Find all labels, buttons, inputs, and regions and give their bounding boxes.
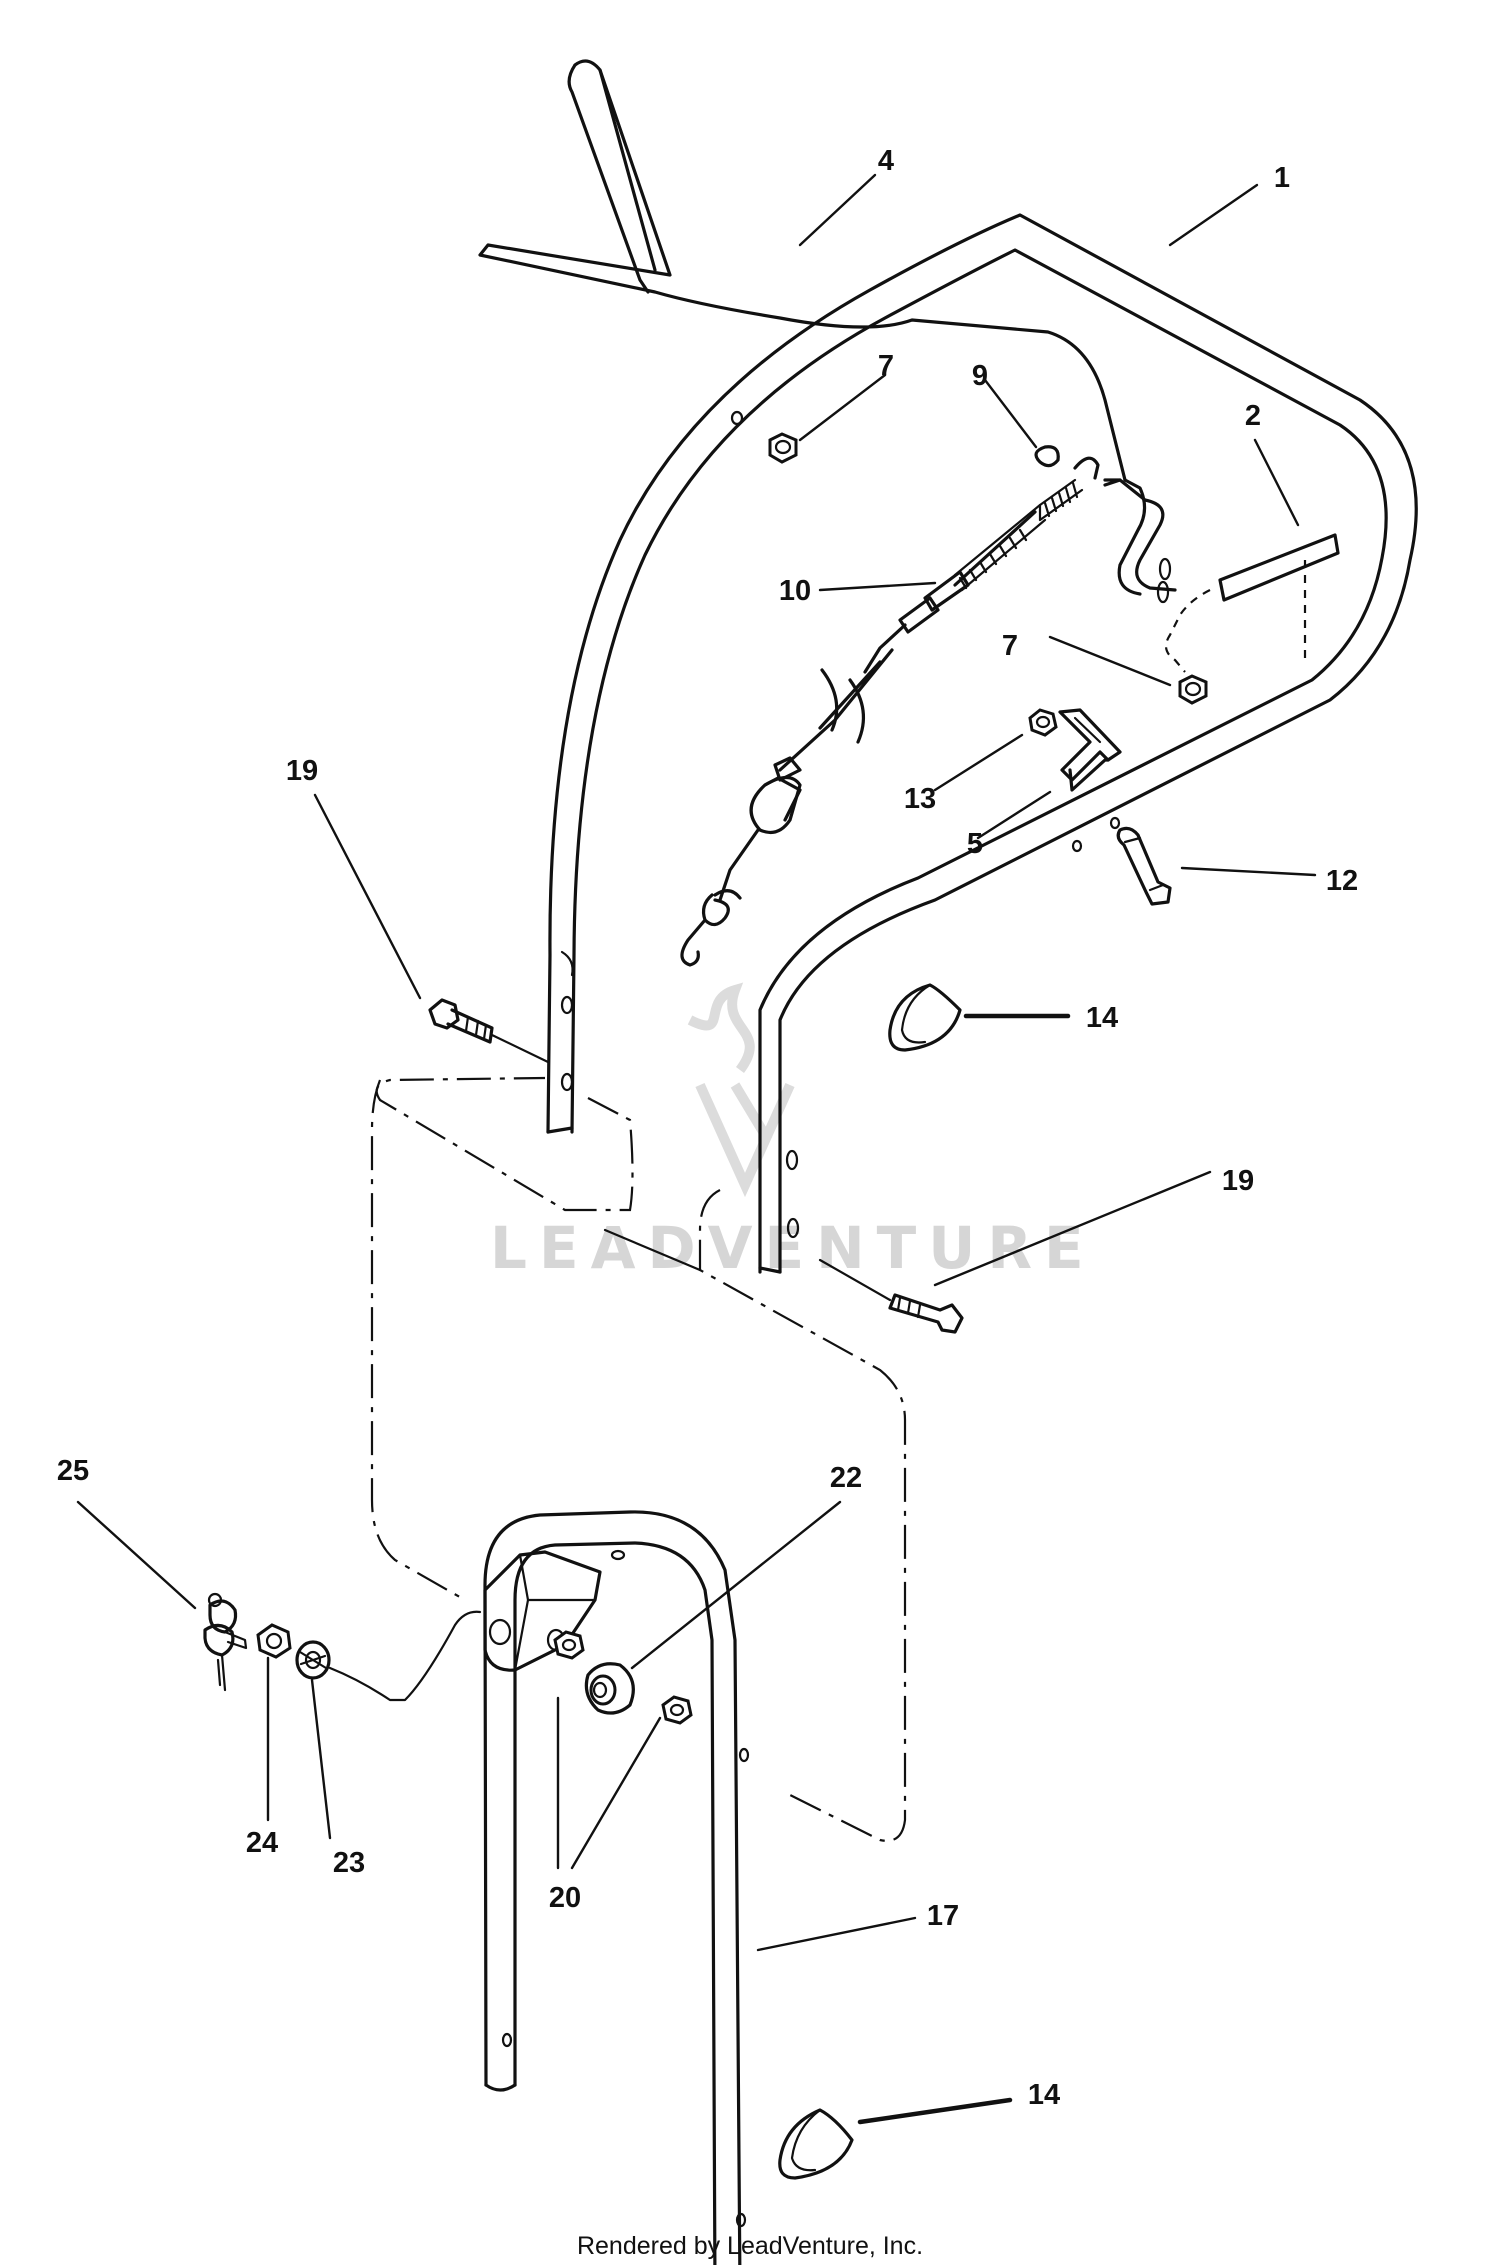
- callout-part-1: 1: [1274, 162, 1290, 194]
- callout-part-7-lower: 7: [1002, 630, 1018, 662]
- hairpin-clip-upper: [888, 983, 962, 1052]
- watermark: LEADVENTURE: [490, 982, 1096, 1282]
- callout-part-5: 5: [967, 828, 983, 860]
- hex-nut-upper: [553, 1630, 585, 1660]
- ignition-keys: [203, 1592, 248, 1692]
- callout-leaders: [76, 173, 1317, 2125]
- callout-part-23: 23: [333, 1847, 365, 1879]
- callout-part-19-left: 19: [286, 755, 318, 787]
- callout-part-10: 10: [779, 575, 811, 607]
- callout-part-20: 20: [549, 1882, 581, 1914]
- bolt-left: [428, 998, 550, 1064]
- control-cable: [680, 456, 1100, 967]
- callout-part-17: 17: [927, 1900, 959, 1932]
- callout-part-14-upper: 14: [1086, 1002, 1118, 1034]
- hex-nut-lower: [661, 1695, 693, 1725]
- callout-part-19-right: 19: [1222, 1165, 1254, 1197]
- callout-part-14-lower: 14: [1028, 2079, 1060, 2111]
- lock-washer: [295, 1640, 331, 1680]
- watermark-text: LEADVENTURE: [490, 1214, 1096, 1282]
- part-callouts: 1 4 7 9 2 10 7 19 13 5 12 14 19 25 22 24…: [57, 145, 1358, 2111]
- callout-part-2: 2: [1245, 400, 1261, 432]
- callout-part-12: 12: [1326, 865, 1358, 897]
- callout-part-22: 22: [830, 1462, 862, 1494]
- bolt-right: [818, 1258, 964, 1334]
- upper-handle: [546, 213, 1418, 1274]
- callout-part-4: 4: [878, 145, 894, 177]
- nut: [1028, 708, 1058, 737]
- key-switch: [584, 1662, 635, 1715]
- lower-handle: [483, 1510, 750, 2265]
- cable-bracket: [1058, 708, 1122, 792]
- assembly-guides: [370, 560, 1307, 1842]
- cable-clip: [1034, 445, 1060, 468]
- callout-part-25: 25: [57, 1455, 89, 1487]
- control-bail: [478, 59, 1177, 604]
- switch-wiring: [328, 1610, 482, 1702]
- key-switch-nut: [256, 1623, 292, 1659]
- footer-credit: Rendered by LeadVenture, Inc.: [577, 2232, 923, 2260]
- decal: [1218, 533, 1340, 602]
- lock-nut-lower: [1178, 674, 1208, 705]
- callout-part-9: 9: [972, 360, 988, 392]
- callout-part-7-upper: 7: [878, 350, 894, 382]
- switch-bracket: [483, 1550, 602, 1672]
- carriage-bolt: [1116, 826, 1172, 906]
- callout-part-13: 13: [904, 783, 936, 815]
- callout-part-24: 24: [246, 1827, 278, 1859]
- hairpin-clip-lower: [778, 2108, 854, 2180]
- lock-nut-upper: [768, 432, 798, 464]
